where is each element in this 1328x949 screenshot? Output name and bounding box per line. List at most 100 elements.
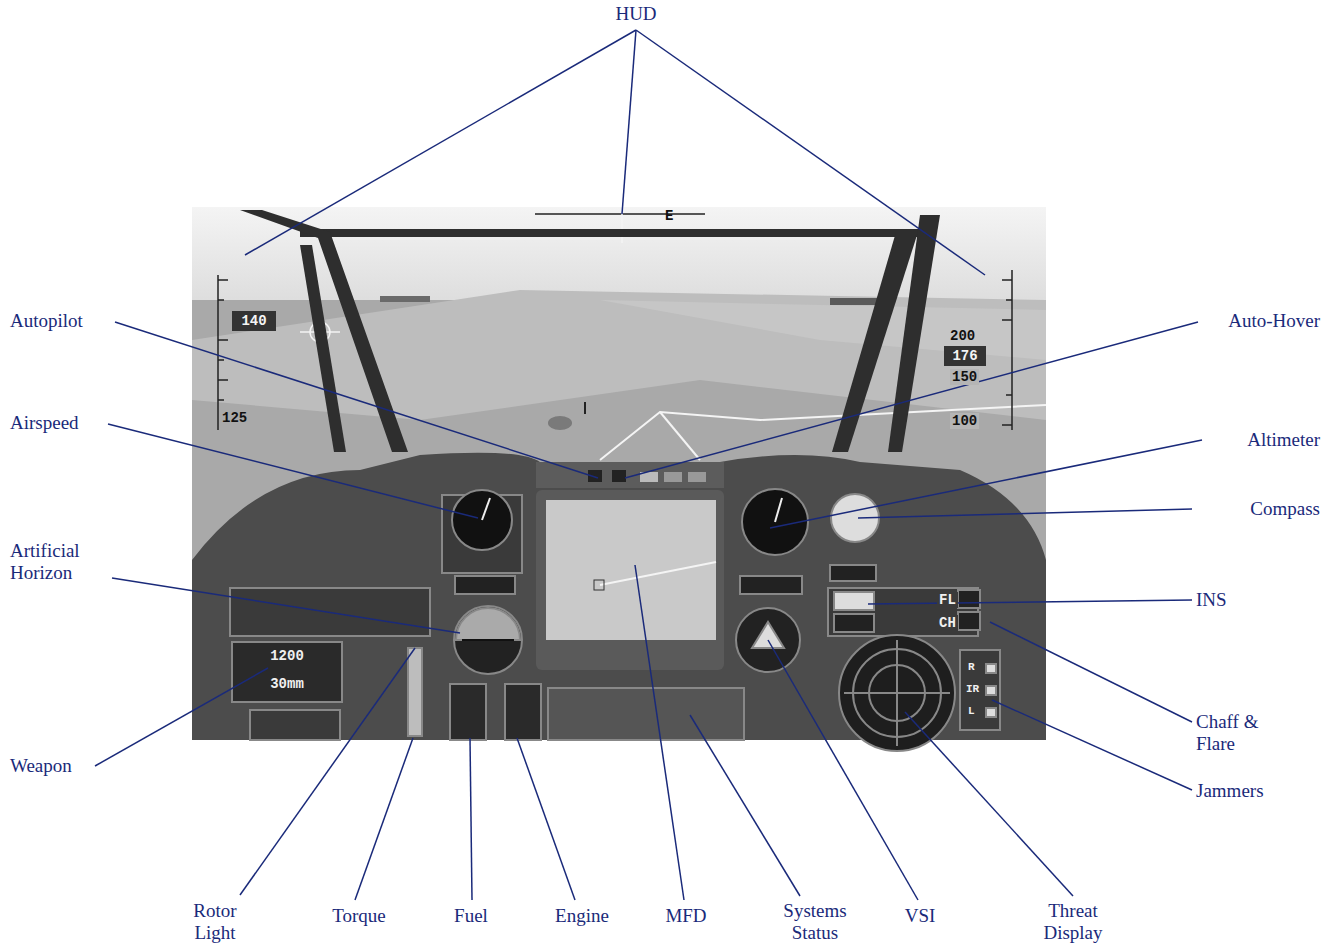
hud-symbology-part xyxy=(621,212,623,243)
gauges-part xyxy=(986,686,996,695)
display-readout: 100 xyxy=(950,413,979,429)
callout-label: Auto-Hover xyxy=(1228,310,1320,332)
gauges-part xyxy=(986,664,996,673)
leader-lines-part xyxy=(858,509,1192,518)
leader-lines-part xyxy=(905,712,1073,896)
gauges-part xyxy=(839,635,955,751)
gauges-part xyxy=(548,688,744,740)
leader-lines-part xyxy=(517,738,575,900)
callout-label: HUD xyxy=(615,3,656,25)
leader-lines-part xyxy=(635,565,684,900)
display-readout: CH xyxy=(937,615,958,631)
display-readout: FL xyxy=(937,592,958,608)
callout-label: Weapon xyxy=(10,755,72,777)
gauges-part xyxy=(752,622,784,648)
gauges xyxy=(230,489,1000,751)
gauges-part xyxy=(455,576,515,594)
leader-lines-part xyxy=(470,738,472,900)
gauges-part xyxy=(775,498,782,522)
gauges-part xyxy=(250,710,340,740)
callout-label: Fuel xyxy=(454,905,488,927)
leader-lines xyxy=(95,30,1202,900)
leader-lines-part xyxy=(622,30,636,214)
outside-view-part xyxy=(660,412,700,460)
canopy-frame-part xyxy=(300,245,346,452)
hud-symbology-part xyxy=(1002,319,1012,321)
hud-readout-boxes-part xyxy=(944,346,986,366)
gauges-part xyxy=(834,592,874,610)
leader-lines-part xyxy=(240,648,415,895)
gauges-part xyxy=(456,608,520,640)
gauges-part xyxy=(828,588,978,636)
leader-lines-part xyxy=(768,640,918,900)
leader-lines-part xyxy=(625,322,1198,478)
display-readout: E xyxy=(665,208,673,224)
callout-label: Torque xyxy=(332,905,386,927)
leader-lines-part xyxy=(115,322,598,478)
instrument-panel-part xyxy=(612,470,626,482)
gauges-part xyxy=(960,650,1000,730)
callout-label: Engine xyxy=(555,905,609,927)
instrument-panel-part xyxy=(594,580,604,590)
callout-label: Compass xyxy=(1250,498,1320,520)
gauges-part xyxy=(958,612,980,630)
outside-view-part xyxy=(380,296,430,302)
callout-label: Rotor Light xyxy=(175,900,255,944)
hud-symbology-part xyxy=(535,213,705,215)
callout-label: VSI xyxy=(905,905,936,927)
callout-label: MFD xyxy=(665,905,706,927)
leader-lines-part xyxy=(355,738,413,900)
display-readout: 176 xyxy=(952,348,977,364)
callout-label: INS xyxy=(1196,589,1227,611)
hud-symbology-part xyxy=(218,399,224,401)
instrument-panel-part xyxy=(600,562,716,585)
leader-lines-part xyxy=(992,700,1192,790)
callout-label: Artificial Horizon xyxy=(10,540,120,584)
gauges-part xyxy=(830,565,876,581)
hud-symbology-part xyxy=(1006,299,1012,301)
leader-lines-part xyxy=(112,578,460,633)
hud-symbology-part xyxy=(217,275,219,430)
callout-label: Airspeed xyxy=(10,412,79,434)
gauges-part xyxy=(232,642,342,702)
gauges-part xyxy=(454,606,522,674)
gauges-part xyxy=(452,490,512,550)
canopy-frame xyxy=(240,210,940,452)
hud-readout-boxes-part xyxy=(232,311,276,331)
gauges-part xyxy=(462,639,514,641)
leader-lines-part xyxy=(990,622,1192,722)
instrument-panel-part xyxy=(546,500,716,640)
instrument-panel-part xyxy=(536,490,724,670)
callout-label: Altimeter xyxy=(1247,429,1320,451)
display-readout: 1200 xyxy=(270,648,304,664)
display-readout: 200 xyxy=(950,328,975,344)
hud-symbology-part xyxy=(1006,394,1012,396)
gauges-part xyxy=(986,708,996,717)
outside-view-part xyxy=(548,416,572,430)
hud-symbology-part xyxy=(218,359,224,361)
canopy-frame-part xyxy=(240,210,408,452)
gauges-part xyxy=(450,684,486,740)
gauges-part xyxy=(740,576,802,594)
display-readout: L xyxy=(968,705,975,718)
leader-lines-part xyxy=(108,424,478,518)
hud-symbology-part xyxy=(1011,270,1013,430)
leader-lines-part xyxy=(636,30,985,275)
leader-lines-part xyxy=(868,600,1192,604)
display-readout: R xyxy=(968,661,975,674)
instrument-panel-part xyxy=(664,472,682,482)
hud-symbology-part xyxy=(218,379,228,381)
leader-lines-part xyxy=(245,30,636,255)
callout-label: Threat Display xyxy=(1028,900,1118,944)
outside-view-part xyxy=(584,402,586,414)
gauges-part xyxy=(958,590,980,608)
canopy-frame-part xyxy=(888,215,940,452)
canopy-frame-part xyxy=(300,229,920,237)
leader-lines-part xyxy=(690,715,800,896)
callout-label: Autopilot xyxy=(10,310,83,332)
gauges-part xyxy=(505,684,541,740)
leader-lines-part xyxy=(95,668,268,766)
hud-symbology-part xyxy=(1002,424,1012,426)
display-readout: 140 xyxy=(241,313,266,329)
